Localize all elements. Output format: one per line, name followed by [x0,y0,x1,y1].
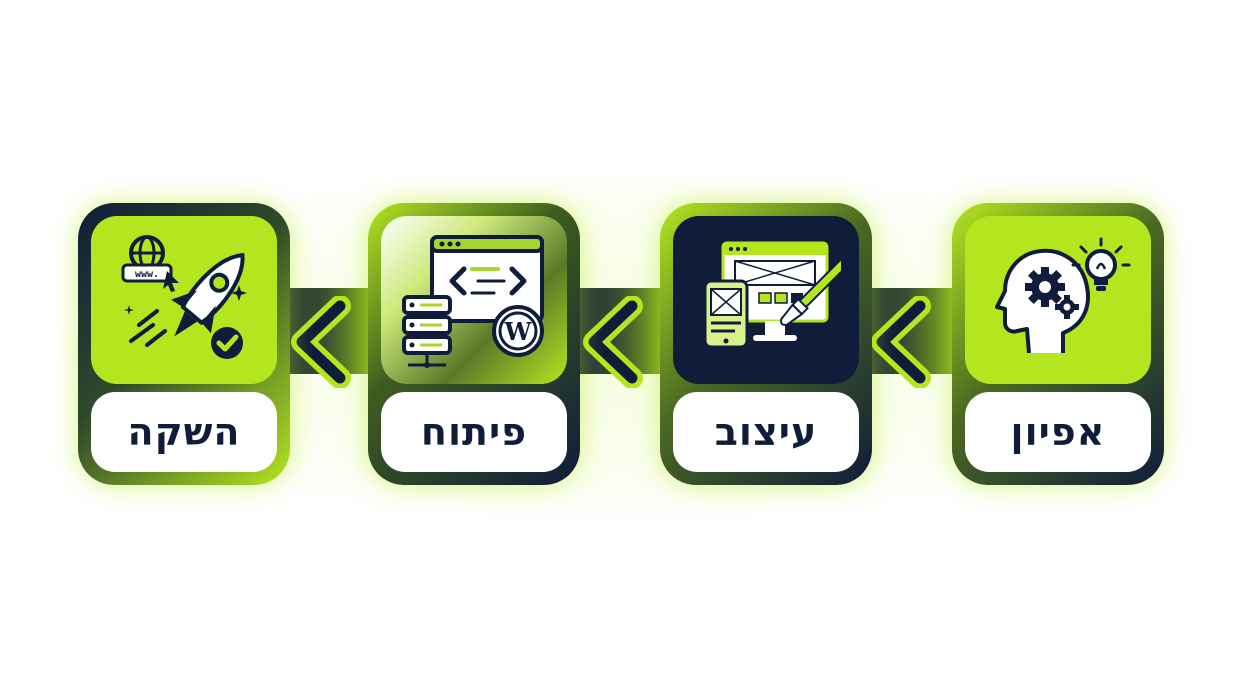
arrow-left-icon [866,296,936,388]
arrow-left-icon [578,296,648,388]
step-icon-panel: www. [91,216,277,384]
step-icon-panel [965,216,1151,384]
step-card-specification: אפיון [952,203,1164,485]
step-icon-panel: W [381,216,567,384]
step-card-development: W פיתוח [368,203,580,485]
code-wordpress-icon: W [402,235,544,368]
step-label: השקה [127,410,241,454]
step-label: עיצוב [714,410,818,454]
arrow-left-icon [286,296,356,388]
step-label: פיתוח [420,410,528,454]
step-card-design: עיצוב [660,203,872,485]
step-label-box: עיצוב [673,392,859,472]
svg-text:www.: www. [135,269,159,280]
step-label-box: פיתוח [381,392,567,472]
step-label: אפיון [1010,410,1106,454]
step-icon-panel [673,216,859,384]
head-gears-bulb-icon [995,237,1131,354]
step-card-launch: www. השקה [78,203,290,485]
svg-text:W: W [504,317,533,346]
step-label-box: אפיון [965,392,1151,472]
step-label-box: השקה [91,392,277,472]
design-devices-icon [703,241,841,349]
rocket-launch-icon: www. [121,235,247,359]
